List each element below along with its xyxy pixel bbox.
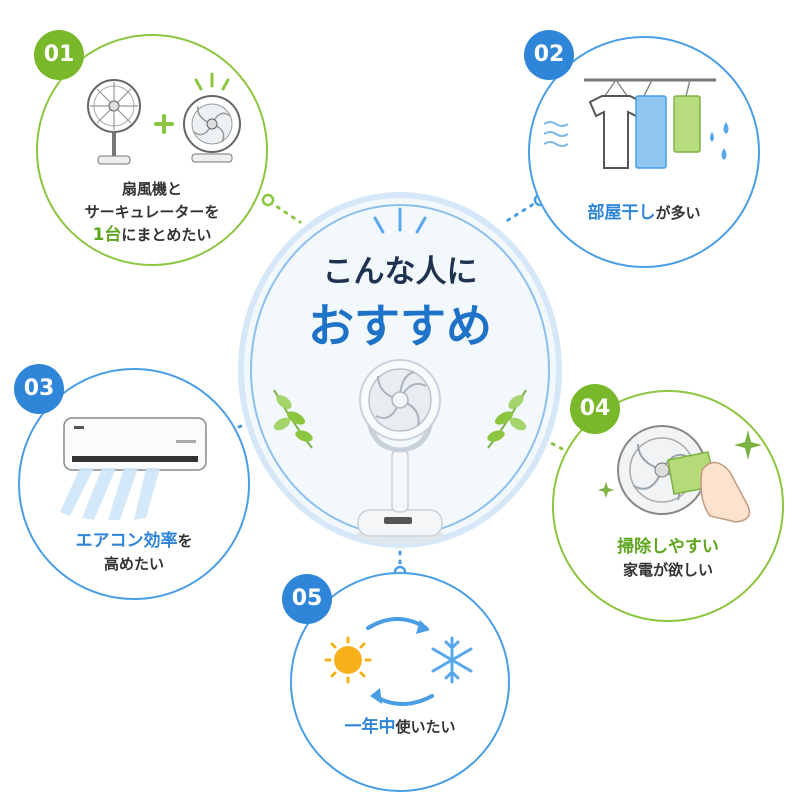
item-04-line-2: 家電が欲しい (622, 561, 713, 579)
plus-icon (154, 114, 174, 134)
item-01-line-1: 扇風機と (121, 180, 182, 198)
circulator-icon (183, 72, 241, 163)
center-title-line1: こんな人に (322, 254, 478, 290)
item-05-label: 一年中使いたい (300, 716, 500, 739)
item-04-badge: 04 (570, 384, 620, 434)
center-title-line2: おすすめ (308, 299, 492, 353)
item-04-label: 掃除しやすい 家電が欲しい (568, 536, 768, 582)
connector-dot-01 (261, 193, 275, 207)
connector-02 (503, 198, 542, 224)
item-03-line-1: エアコン効率を (75, 531, 193, 551)
connector-01 (268, 200, 302, 224)
connector-04 (543, 438, 580, 459)
item-05-illustration (324, 617, 473, 706)
item-05-badge: 05 (282, 574, 332, 624)
item-01-line-2: サーキュレーターを (84, 203, 220, 221)
item-02-label: 部屋干しが多い (544, 202, 744, 225)
item-02-badge: 02 (524, 30, 574, 80)
laundry-icon (543, 78, 729, 169)
air-conditioner-icon (60, 417, 207, 520)
leaf-icon (487, 389, 527, 449)
item-03-badge: 03 (14, 364, 64, 414)
fan-cleaning-icon (598, 425, 762, 523)
item-02-line-1: 部屋干しが多い (587, 203, 701, 223)
leaf-icon (273, 389, 313, 449)
item-01-illustration (87, 72, 241, 165)
fan-icon (87, 79, 141, 165)
item-03-label: エアコン効率を 高めたい (34, 530, 234, 576)
item-04-line-1: 掃除しやすい (617, 537, 719, 557)
item-03-line-2: 高めたい (103, 555, 164, 573)
snowflake-icon (431, 636, 473, 684)
sun-icon (324, 636, 372, 684)
item-01-label: 扇風機と サーキュレーターを 1台にまとめたい (52, 178, 252, 247)
item-01-line-3: 1台にまとめたい (92, 225, 212, 245)
circulator-stand-icon (356, 359, 444, 544)
item-05-line-1: 一年中使いたい (344, 717, 456, 737)
connector-03 (220, 418, 260, 435)
item-01-badge: 01 (34, 30, 84, 80)
sparkle-lines-icon (373, 207, 427, 234)
